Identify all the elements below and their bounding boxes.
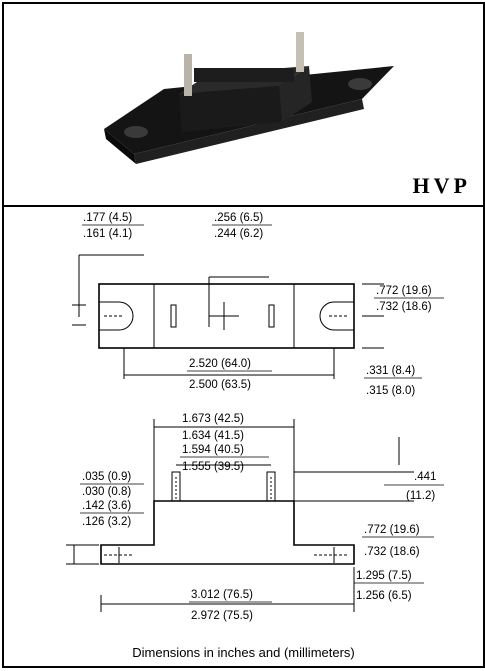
top-view-outline (98, 283, 355, 349)
dim-pin-spacing-min: 1.555 (39.5) (182, 461, 244, 473)
dim-overall-length-min: 2.972 (75.5) (191, 610, 253, 622)
dim-pin-spacing-max: 1.594 (40.5) (182, 444, 244, 456)
dim-length-max: 2.520 (64.0) (189, 358, 251, 370)
side-pin-left (171, 471, 181, 502)
dim-body-width-min: 1.634 (41.5) (182, 430, 244, 442)
dim-center-offset-min: .244 (6.2) (214, 228, 263, 240)
terminal-right (296, 32, 304, 72)
dim-length-min: 2.500 (63.5) (189, 379, 251, 391)
dim-body-width-max: 1.673 (42.5) (182, 413, 244, 425)
product-photo-panel: HVP (4, 4, 483, 207)
dim-slot-width-min: .161 (4.1) (83, 228, 132, 240)
dim-half-height-min: .315 (8.0) (366, 385, 415, 397)
side-pin-right (266, 471, 276, 502)
dim-width-min: .732 (18.6) (364, 546, 420, 558)
dim-height-max: .772 (19.6) (376, 285, 432, 297)
dim-half-height-max: .331 (8.4) (366, 365, 415, 377)
dim-flange-thickness-max: .142 (3.6) (82, 500, 131, 512)
product-photo (104, 32, 394, 164)
dim-width-max: .772 (19.6) (364, 524, 420, 536)
dimension-drawing-svg: .177 (4.5) .161 (4.1) .256 (6.5) .244 (6… (66, 212, 444, 622)
dim-flange-thickness-min: .126 (3.2) (82, 516, 131, 528)
dim-center-offset-max: .256 (6.5) (214, 212, 263, 224)
dim-pin-thickness-max: .035 (0.9) (82, 471, 131, 483)
dim-height-min: .732 (18.6) (376, 301, 432, 313)
dimension-drawing: .177 (4.5) .161 (4.1) .256 (6.5) .244 (6… (4, 207, 483, 666)
dimensions-caption: Dimensions in inches and (millimeters) (132, 645, 355, 660)
dim-overall-length-max: 3.012 (76.5) (191, 589, 253, 601)
dim-pin-height-in: .441 (414, 471, 436, 483)
dim-slot-width-max: .177 (4.5) (83, 212, 132, 224)
dim-pin-height-mm: (11.2) (406, 490, 435, 502)
dim-pin-thickness-min: .030 (0.8) (82, 486, 131, 498)
dim-mount-offset-max: 1.295 (7.5) (356, 570, 412, 582)
terminal-left (184, 54, 192, 96)
dim-mount-offset-min: 1.256 (6.5) (356, 590, 412, 602)
part-name: HVP (412, 173, 471, 198)
